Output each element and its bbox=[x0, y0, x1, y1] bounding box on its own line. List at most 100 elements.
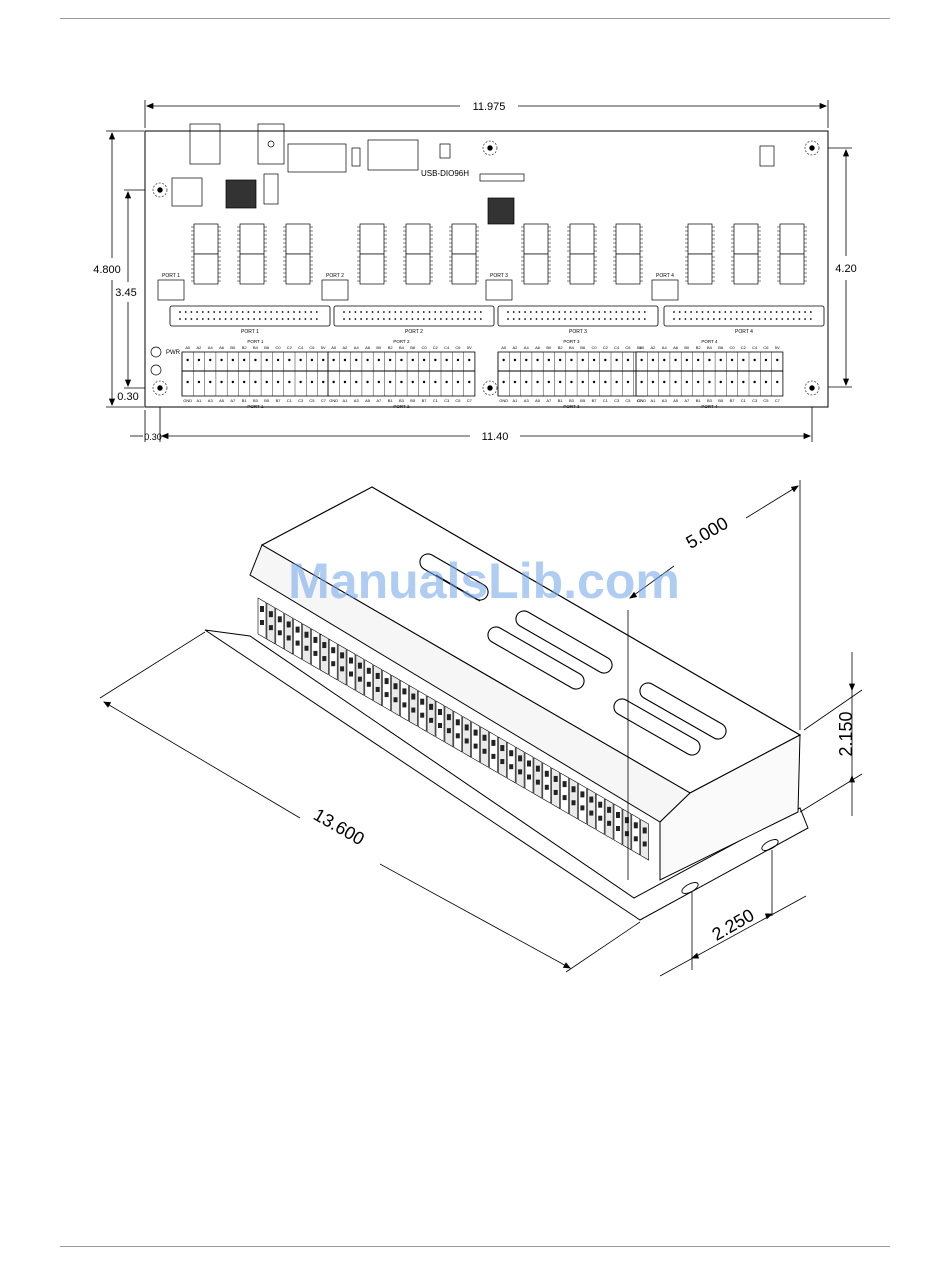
dim-width-overall bbox=[144, 100, 829, 128]
ic-chip bbox=[569, 253, 595, 285]
terminal-pin-label: B3 bbox=[399, 398, 405, 403]
terminal-pin-label: C1 bbox=[287, 398, 293, 403]
dim-depth-label: 5.000 bbox=[682, 513, 731, 553]
terminal-pin-label: GND bbox=[499, 398, 508, 403]
terminal-block-3d bbox=[346, 648, 356, 691]
enclosure-terminal-strip bbox=[257, 597, 649, 861]
terminal-block bbox=[635, 351, 784, 397]
terminal-pin-label: C1 bbox=[603, 398, 609, 403]
dim-length-label: 13.600 bbox=[310, 804, 368, 849]
top-rule bbox=[60, 18, 890, 19]
ic-chip bbox=[615, 253, 641, 285]
terminal-pin-label: C1 bbox=[433, 398, 439, 403]
terminal-pin-label: B4 bbox=[399, 345, 405, 350]
terminal-pin-label: B4 bbox=[707, 345, 713, 350]
terminal-pin-label: B1 bbox=[558, 398, 564, 403]
terminal-block bbox=[181, 351, 330, 397]
terminal-pin-label: B6 bbox=[718, 345, 724, 350]
ic-chip bbox=[779, 253, 805, 285]
terminal-pin-label: C4 bbox=[444, 345, 450, 350]
terminal-pin-label: B7 bbox=[592, 398, 598, 403]
terminal-pin-label: B2 bbox=[558, 345, 564, 350]
terminal-pin-label: B2 bbox=[696, 345, 702, 350]
ic-chip bbox=[239, 223, 265, 255]
terminal-port-label: PORT 1 bbox=[247, 339, 264, 344]
terminal-pin-label: A4 bbox=[208, 345, 214, 350]
ic-chip bbox=[733, 223, 759, 255]
terminal-pin-label: B0 bbox=[546, 345, 552, 350]
terminal-block-3d bbox=[391, 674, 400, 717]
terminal-pin-label: C7 bbox=[775, 398, 781, 403]
pwr-led bbox=[150, 346, 162, 376]
terminal-pin-label: A7 bbox=[684, 398, 690, 403]
terminal-pin-label: B3 bbox=[707, 398, 713, 403]
header-port-label: PORT 1 bbox=[241, 329, 259, 335]
terminal-block bbox=[327, 351, 476, 397]
terminal-pin-label: A0 bbox=[185, 345, 191, 350]
dim-offset-x-label: 0.30 bbox=[144, 432, 162, 442]
ic-chip bbox=[405, 253, 431, 285]
terminal-pin-label: A2 bbox=[650, 345, 656, 350]
terminal-block-3d bbox=[409, 685, 418, 727]
port-jumper-label-4: PORT 4 bbox=[656, 273, 674, 279]
ic-chip bbox=[193, 253, 219, 285]
terminal-pin-label: A0 bbox=[639, 345, 645, 350]
terminal-pin-label: A6 bbox=[535, 345, 541, 350]
terminal-block-3d bbox=[444, 705, 454, 748]
terminal-block-3d bbox=[613, 803, 623, 846]
header-port-label: PORT 4 bbox=[735, 329, 753, 335]
terminal-block-3d bbox=[382, 669, 391, 712]
terminal-pin-label: A3 bbox=[662, 398, 668, 403]
terminal-pin-label: A4 bbox=[354, 345, 360, 350]
terminal-pin-label: C0 bbox=[421, 345, 427, 350]
ic-chip bbox=[523, 223, 549, 255]
housing-side-face bbox=[659, 734, 801, 881]
terminal-block-3d bbox=[284, 612, 293, 655]
terminal-pin-label: A3 bbox=[354, 398, 360, 403]
terminal-port-label: PORT 4 bbox=[701, 339, 718, 344]
dim-offset-y-label: 0.30 bbox=[117, 391, 138, 403]
terminal-block-3d bbox=[515, 746, 525, 789]
terminal-block-3d bbox=[640, 818, 649, 861]
watermark: ManualsLib.com bbox=[288, 553, 680, 609]
dim-height bbox=[799, 652, 863, 816]
terminal-pin-label: C2 bbox=[433, 345, 439, 350]
screw-terminals: A0GNDA2A1A4A3A6A5B0A7B2B1B4B3B6B5C0B7C2C… bbox=[181, 339, 784, 409]
header-connector bbox=[169, 305, 331, 327]
terminal-pin-label: A0 bbox=[501, 345, 507, 350]
terminal-pin-label: B1 bbox=[388, 398, 394, 403]
terminal-pin-label: A3 bbox=[208, 398, 214, 403]
ic-chip bbox=[359, 253, 385, 285]
terminal-pin-label: A5 bbox=[673, 398, 679, 403]
terminal-block-3d bbox=[471, 721, 480, 763]
terminal-block-3d bbox=[498, 736, 507, 779]
terminal-block-3d bbox=[578, 782, 587, 825]
header-connector bbox=[333, 305, 495, 327]
terminal-pin-label: C4 bbox=[752, 345, 758, 350]
terminal-pin-label: A6 bbox=[365, 345, 371, 350]
terminal-pin-label: B3 bbox=[253, 398, 259, 403]
terminal-block-3d bbox=[622, 808, 632, 851]
terminal-pin-label: C5 bbox=[309, 398, 315, 403]
port-jumper-boxes bbox=[157, 279, 679, 301]
terminal-block-3d bbox=[275, 607, 285, 650]
terminal-pin-label: C4 bbox=[298, 345, 304, 350]
ic-chip bbox=[779, 223, 805, 255]
terminal-pin-label: C5 bbox=[455, 398, 461, 403]
terminal-block-3d bbox=[426, 695, 436, 737]
terminal-pin-label: C5 bbox=[763, 398, 769, 403]
terminal-block-3d bbox=[506, 741, 516, 784]
terminal-pin-label: B6 bbox=[410, 345, 416, 350]
ic-chip bbox=[451, 253, 477, 285]
terminal-pin-label: A1 bbox=[342, 398, 348, 403]
terminal-block-3d bbox=[587, 788, 596, 830]
ic-chip bbox=[615, 223, 641, 255]
terminal-block-3d bbox=[320, 633, 329, 676]
ic-chip bbox=[193, 223, 219, 255]
terminal-pin-label: A4 bbox=[662, 345, 668, 350]
terminal-block-3d bbox=[462, 715, 471, 758]
terminal-port-label: PORT 3 bbox=[563, 339, 580, 344]
terminal-pin-label: B6 bbox=[580, 345, 586, 350]
terminal-pin-label: A3 bbox=[524, 398, 530, 403]
